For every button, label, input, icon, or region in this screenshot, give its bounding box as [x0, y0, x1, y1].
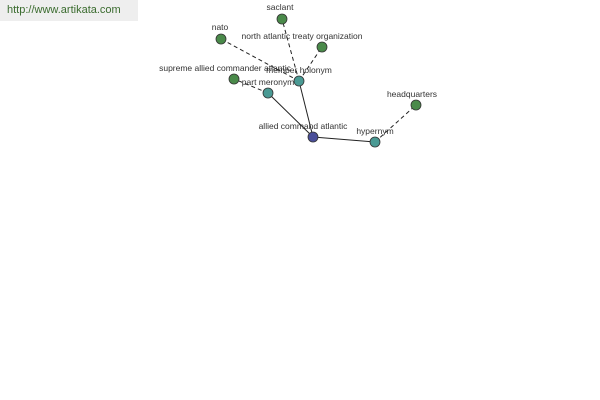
labels-layer: allied command atlantic part meronym membe… — [159, 2, 437, 136]
edges-layer — [220, 18, 417, 143]
node-saclant[interactable] — [276, 13, 288, 25]
node-label-member-holonym[interactable]: member holonym — [266, 65, 332, 75]
site-url-banner[interactable]: http://www.artikata.com — [0, 0, 138, 21]
edge-center-to-member-holonym — [298, 80, 314, 138]
node-label-part-meronym[interactable]: part meronym — [242, 77, 294, 87]
edge-member-holonym-to-nato — [220, 38, 300, 82]
node-member-holonym[interactable] — [293, 75, 305, 87]
node-center[interactable] — [307, 131, 319, 143]
node-nato[interactable] — [215, 33, 227, 45]
edge-member-holonym-to-saclant — [281, 18, 300, 82]
node-headquarters[interactable] — [410, 99, 422, 111]
edge-center-to-part-meronym — [267, 92, 314, 138]
node-label-nato-full[interactable]: north atlantic treaty organization — [242, 31, 363, 41]
node-label-nato[interactable]: nato — [212, 22, 229, 32]
nodes-layer — [215, 13, 422, 148]
edge-member-holonym-to-nato-full — [298, 46, 323, 82]
edge-hypernym-to-headquarters — [374, 104, 417, 143]
node-label-saclant[interactable]: saclant — [267, 2, 295, 12]
edge-center-to-hypernym — [312, 136, 376, 143]
node-sacla[interactable] — [228, 73, 240, 85]
node-label-center[interactable]: allied command atlantic — [259, 121, 349, 131]
edge-part-meronym-to-sacla — [233, 78, 269, 94]
node-label-headquarters[interactable]: headquarters — [387, 89, 437, 99]
node-part-meronym[interactable] — [262, 87, 274, 99]
node-label-hypernym[interactable]: hypernym — [356, 126, 393, 136]
node-hypernym[interactable] — [369, 136, 381, 148]
node-label-sacla[interactable]: supreme allied commander atlantic — [159, 63, 292, 73]
node-nato-full[interactable] — [316, 41, 328, 53]
